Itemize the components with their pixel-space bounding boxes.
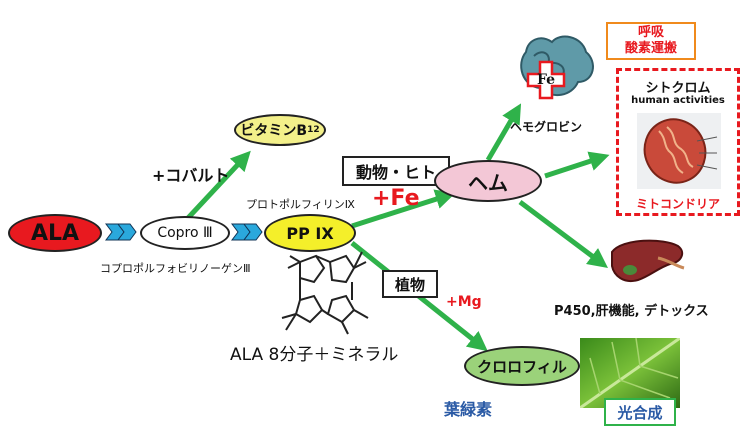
plus-cobalt-label: +コバルト bbox=[152, 166, 230, 185]
plus-fe-label: +Fe bbox=[372, 186, 420, 211]
copro-label: Copro Ⅲ bbox=[157, 225, 213, 241]
protoporphyrin-label: プロトポルフィリンⅨ bbox=[246, 198, 355, 211]
vitamin-b12-label: ビタミンB bbox=[240, 123, 308, 139]
chevron-right-icon bbox=[231, 223, 263, 241]
coproporphyrinogen-label: コプロポルフォビリノーゲンⅢ bbox=[100, 262, 251, 275]
ala-node: ALA bbox=[8, 214, 102, 252]
respiration-label: 呼吸 bbox=[637, 25, 664, 40]
liver-illustration bbox=[611, 239, 685, 282]
heme-label: ヘム bbox=[468, 170, 508, 195]
arrow-to-vitamin bbox=[186, 150, 251, 220]
arrow-to-heme bbox=[351, 189, 456, 229]
leaf-illustration bbox=[580, 338, 680, 408]
plants-box: 植物 bbox=[382, 270, 438, 298]
arrow-to-cytochrome bbox=[544, 151, 610, 179]
chevron-right-icon bbox=[105, 223, 137, 241]
ala-label: ALA bbox=[30, 220, 80, 246]
leaf-green-label: 葉緑素 bbox=[444, 400, 493, 419]
cytochrome-box: シトクロム human activities ミトコンドリア bbox=[616, 68, 740, 216]
photosynthesis-label: 光合成 bbox=[617, 403, 663, 422]
animals-humans-label: 動物・ヒト bbox=[355, 163, 436, 182]
oxygen-transport-label: 酸素運搬 bbox=[624, 41, 677, 56]
mitochondria-label: ミトコンドリア bbox=[635, 197, 720, 211]
human-activities-label: human activities bbox=[631, 95, 725, 106]
plants-label: 植物 bbox=[394, 275, 425, 294]
arrow-to-hemoglobin bbox=[485, 103, 522, 162]
heme-node: ヘム bbox=[434, 160, 542, 202]
animals-humans-box: 動物・ヒト bbox=[342, 156, 450, 186]
chlorophyll-label: クロロフィル bbox=[477, 357, 567, 376]
cross-icon bbox=[526, 60, 566, 100]
ppix-node: PP IX bbox=[264, 214, 356, 252]
ppix-label: PP IX bbox=[286, 223, 334, 243]
mitochondria-illustration bbox=[637, 113, 721, 189]
hemoglobin-label: ヘモグロビン bbox=[510, 120, 583, 134]
fe-badge: Fe bbox=[526, 60, 566, 100]
plus-mg-label: +Mg bbox=[446, 294, 482, 310]
p450-label: P450,肝機能, デトックス bbox=[554, 304, 709, 319]
photosynthesis-box: 光合成 bbox=[604, 398, 676, 426]
cytochrome-label: シトクロム bbox=[645, 81, 711, 96]
respiration-box: 呼吸 酸素運搬 bbox=[606, 22, 696, 60]
vitamin-b12-subscript: 12 bbox=[307, 125, 320, 135]
chlorophyll-node: クロロフィル bbox=[464, 346, 580, 386]
arrow-to-p450 bbox=[518, 200, 608, 268]
fe-badge-label: Fe bbox=[536, 72, 556, 88]
ala-formula-label: ALA 8分子＋ミネラル bbox=[230, 345, 399, 365]
copro-node: Copro Ⅲ bbox=[140, 216, 230, 250]
porphyrin-structure-icon bbox=[281, 251, 369, 335]
